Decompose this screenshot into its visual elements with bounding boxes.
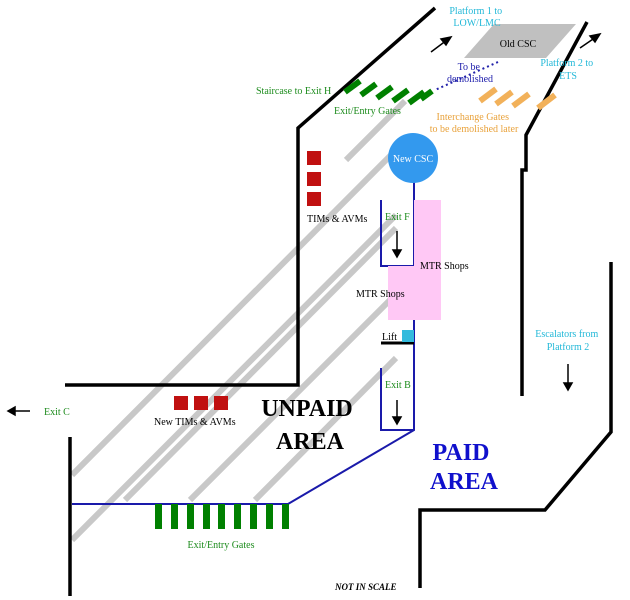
platform2-label: Platform 2 to ETS [540, 58, 595, 82]
gate-bar [155, 504, 162, 529]
paid-area-line1: PAID [433, 440, 490, 466]
gate-bar [407, 89, 426, 106]
wall-right-bottom [418, 262, 613, 588]
staircase-label: Staircase to Exit H [256, 86, 331, 97]
floor-band [69, 147, 399, 478]
new-tim-machine [194, 396, 208, 410]
old-csc [464, 24, 576, 58]
floor-band [69, 212, 399, 543]
interchange-gates-line1: Interchange Gates [437, 112, 510, 123]
gate-bar [391, 87, 410, 104]
gate-bar [218, 504, 225, 529]
new-csc-label: New CSC [393, 154, 434, 165]
interchange-gates [478, 86, 557, 111]
floor-band [343, 98, 408, 163]
platform2-label-line1: Platform 2 to [540, 58, 593, 69]
escalators-label: Escalators from Platform 2 [535, 329, 601, 353]
interchange-gate-bar [494, 89, 514, 107]
new-tim-machine [174, 396, 188, 410]
tim-machine [307, 172, 321, 186]
to-be-demolished-line2: demolished [447, 74, 493, 85]
not-in-scale-label: NOT IN SCALE [334, 582, 397, 592]
to-be-demolished-label: To be demolished [447, 62, 493, 85]
platform-arrows [430, 32, 602, 53]
exit-entry-gates-top [343, 78, 434, 106]
exit-c-label: Exit C [44, 407, 70, 418]
tim-machine [307, 192, 321, 206]
unpaid-area-line2: AREA [276, 429, 345, 455]
unpaid-area-line1: UNPAID [261, 396, 353, 422]
new-tim-machine [214, 396, 228, 410]
interchange-gate-bar [478, 86, 498, 104]
wall-upper-left [65, 6, 437, 387]
exit-b-label: Exit B [385, 380, 411, 391]
exit-entry-gates-bottom-label: Exit/Entry Gates [188, 540, 255, 551]
gate-bar [343, 78, 362, 95]
platform1-label-line1: Platform 1 to [449, 6, 502, 17]
walls [65, 6, 613, 596]
interchange-gates-line2: to be demolished later [430, 124, 519, 135]
demolition-dotted-line [434, 61, 499, 91]
paid-area-line2: AREA [430, 469, 499, 495]
exit-b-enclosure [380, 368, 414, 431]
tims-avms-label: TIMs & AVMs [307, 214, 367, 225]
gate-bar [419, 88, 434, 102]
unpaid-area-label: UNPAID AREA [261, 396, 359, 455]
gate-bar [171, 504, 178, 529]
tim-machine [307, 151, 321, 165]
floor-band [187, 291, 399, 503]
gate-bar [250, 504, 257, 529]
gate-bar [234, 504, 241, 529]
mtr-shops-right-label: MTR Shops [420, 261, 469, 272]
platform2-label-line2: ETS [559, 71, 577, 82]
exit-c-arrowhead [6, 405, 16, 417]
gate-bar [282, 504, 289, 529]
platform2-arrowhead [588, 32, 602, 44]
escalators-line2: Platform 2 [547, 342, 590, 353]
gate-bar [266, 504, 273, 529]
gate-bar [375, 84, 394, 101]
tims-avms [307, 151, 321, 206]
wall-upper-right [520, 21, 589, 396]
escalators-line1: Escalators from [535, 329, 598, 340]
interchange-gate-bar [536, 92, 557, 111]
old-csc-label: Old CSC [500, 39, 537, 50]
floor-bands [69, 98, 408, 543]
exit-f-label: Exit F [385, 212, 410, 223]
floor-band [122, 225, 399, 503]
new-tims-avms-label: New TIMs & AVMs [154, 417, 236, 428]
to-be-demolished-line1: To be [458, 62, 481, 73]
escalator-arrowhead [562, 382, 574, 392]
paid-area-label: PAID AREA [430, 440, 499, 495]
gate-bar [359, 81, 378, 98]
platform1-label-line2: LOW/LMC [453, 18, 501, 29]
platform1-arrowhead [439, 35, 453, 47]
floor-band [252, 355, 399, 503]
gate-bar [203, 504, 210, 529]
gate-bar [187, 504, 194, 529]
exit-b-arrowhead [391, 416, 403, 426]
lift [402, 330, 414, 342]
exit-f-arrowhead [391, 249, 403, 259]
new-tims-avms [174, 396, 228, 410]
exit-arrows [6, 231, 574, 426]
new-csc [388, 133, 438, 183]
interchange-gate-bar [511, 91, 531, 109]
exit-entry-gates-bottom [155, 504, 289, 529]
interchange-gates-label: Interchange Gates to be demolished later [430, 112, 519, 135]
lift-label: Lift [382, 332, 397, 343]
mtr-shops-left-label: MTR Shops [356, 289, 405, 300]
mtr-shops-left-area [388, 266, 414, 320]
mtr-shops-right-area [414, 200, 441, 320]
exit-entry-gates-top-label: Exit/Entry Gates [334, 106, 401, 117]
platform1-label: Platform 1 to LOW/LMC [449, 6, 504, 29]
